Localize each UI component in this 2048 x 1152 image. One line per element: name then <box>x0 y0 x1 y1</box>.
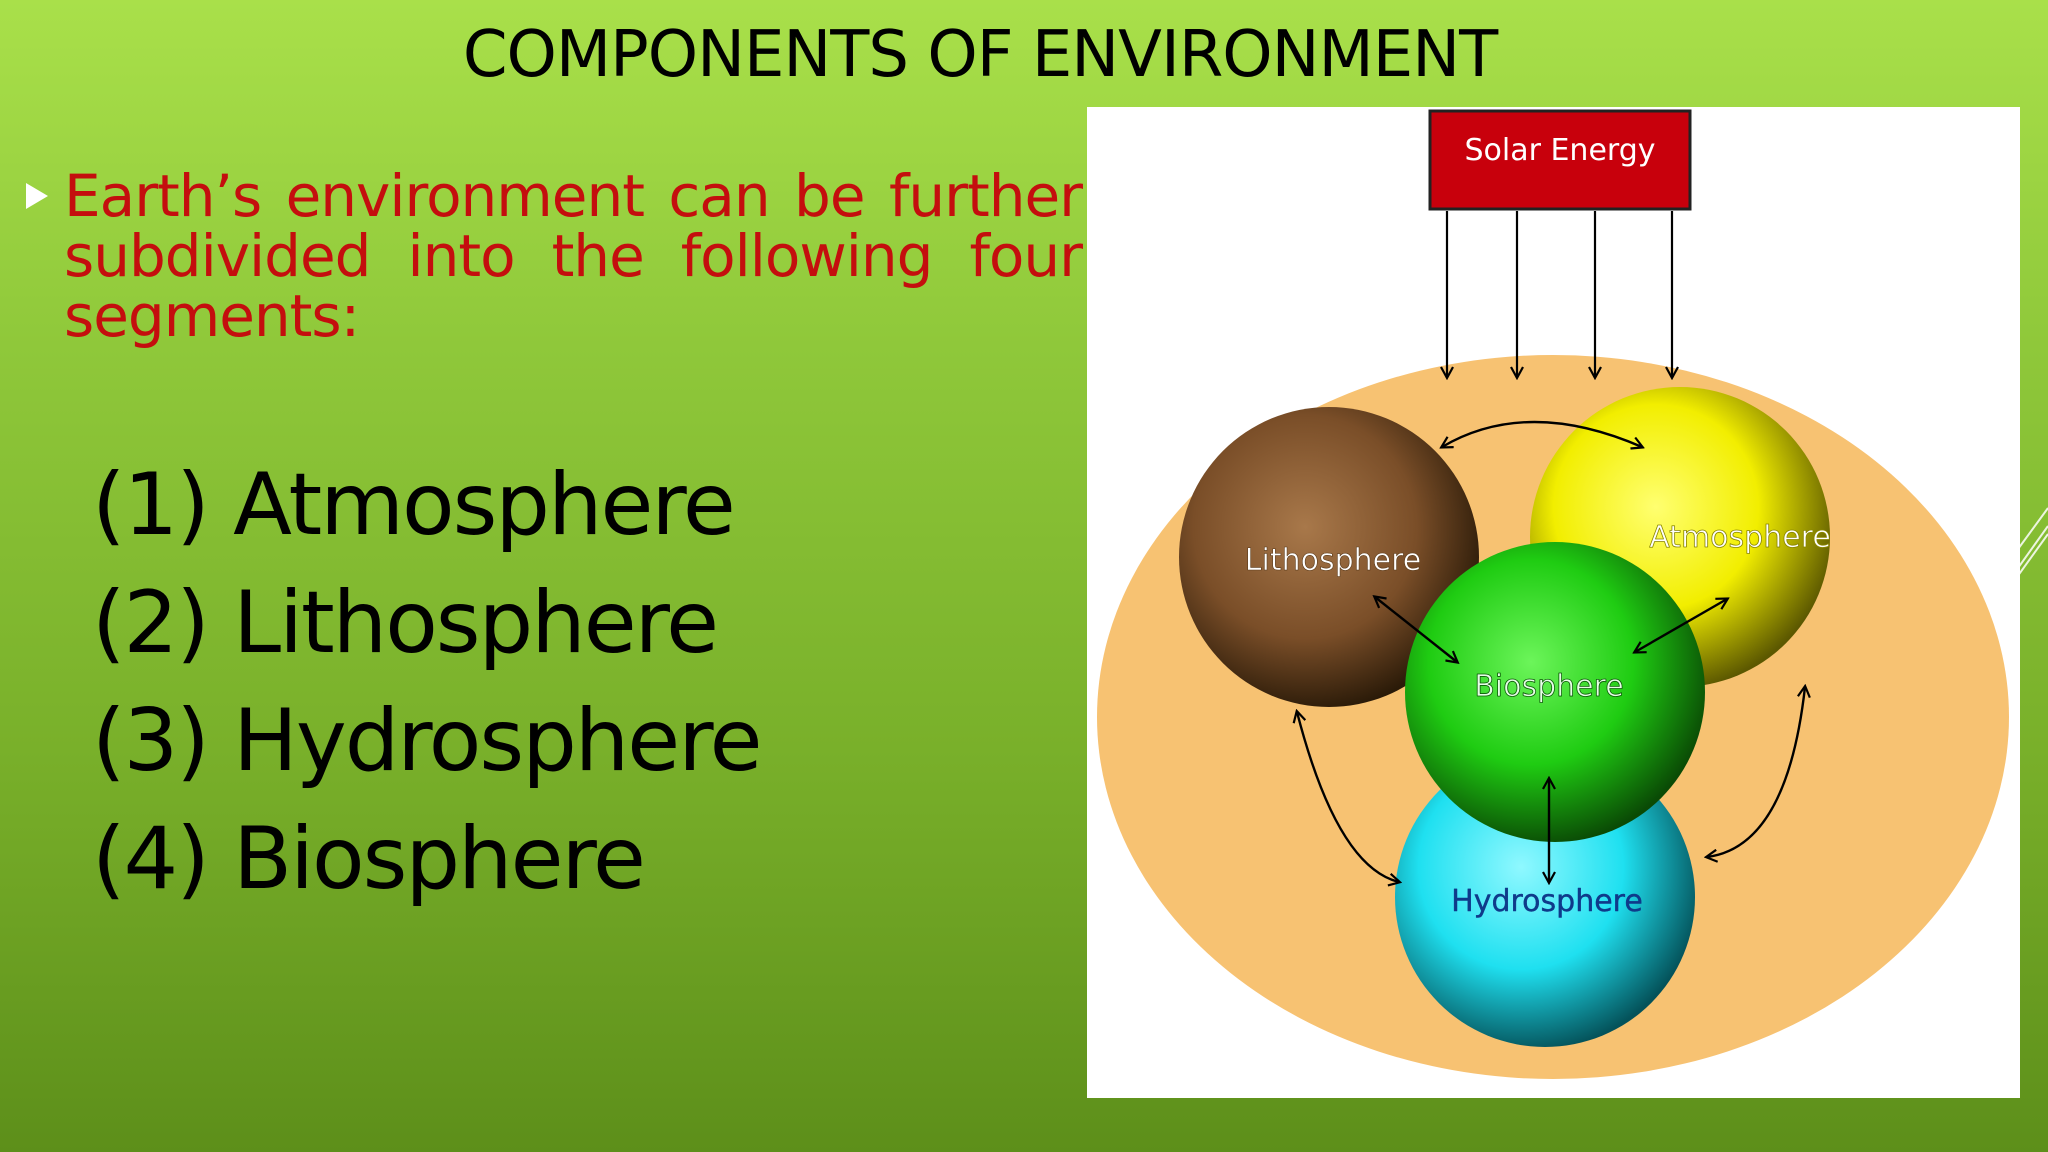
segment-list: (1) Atmosphere (2) Lithosphere (3) Hydro… <box>92 446 763 918</box>
slide-title: COMPONENTS OF ENVIRONMENT <box>462 18 1498 92</box>
diagram-svg: Solar Energy <box>1097 109 2009 1079</box>
bullet-text: Earth’s environment can be further subdi… <box>64 162 1083 350</box>
triangle-bullet-icon <box>26 183 48 209</box>
arrow-litho-atmo <box>1442 420 1642 447</box>
solar-energy-box <box>1428 109 1692 211</box>
segment-item-lithosphere: (2) Lithosphere <box>92 573 719 673</box>
environment-diagram: Solar Energy <box>1087 107 2020 1098</box>
hydrosphere-label: Hydrosphere <box>1451 884 1643 919</box>
arrow-litho-hydro <box>1297 712 1399 882</box>
segment-item-biosphere: (4) Biosphere <box>92 809 646 909</box>
arrow-atmo-hydro <box>1707 687 1805 857</box>
solar-arrows <box>1447 211 1672 377</box>
interaction-arrows <box>1297 420 1805 882</box>
biosphere-label: Biosphere <box>1474 669 1624 704</box>
arrow-litho-bio <box>1375 597 1457 662</box>
segment-item-hydrosphere: (3) Hydrosphere <box>92 691 763 791</box>
biosphere-sphere <box>1405 542 1705 842</box>
segment-item-atmosphere: (1) Atmosphere <box>92 455 736 555</box>
lithosphere-label: Lithosphere <box>1245 543 1421 578</box>
arrow-atmo-bio <box>1635 599 1727 652</box>
solar-energy-label: Solar Energy <box>1464 133 1655 168</box>
atmosphere-label: Atmosphere <box>1649 520 1831 555</box>
decorative-edge-lines <box>2009 507 2048 585</box>
bullet-point: Earth’s environment can be further subdi… <box>26 166 1086 346</box>
